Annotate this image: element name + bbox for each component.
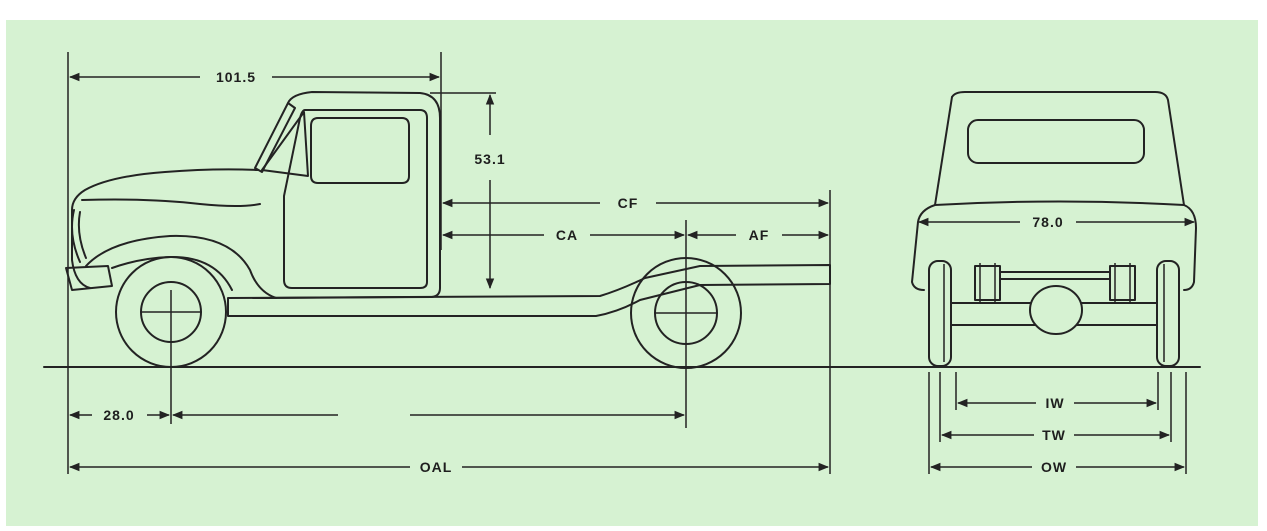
hood-side-line: [81, 198, 261, 207]
spring-left: [974, 265, 1001, 301]
label-oal: OAL: [420, 459, 453, 475]
rear-window: [967, 119, 1145, 164]
door-window: [310, 117, 410, 184]
label-cf: CF: [618, 195, 639, 211]
label-tw: TW: [1042, 427, 1066, 443]
rear-cab-beltline: [934, 200, 1185, 206]
windshield-pillar: [254, 102, 296, 173]
front-fender: [85, 234, 277, 299]
label-28-0: 28.0: [103, 407, 134, 423]
cab-body: [252, 91, 441, 299]
spring-right: [1109, 265, 1136, 301]
label-af: AF: [749, 227, 770, 243]
label-ca: CA: [556, 227, 578, 243]
front-fender-inner: [111, 255, 233, 291]
side-view-dimensions: 101.5 53.1 CF CA AF 28.0: [67, 52, 831, 475]
rear-view-dimensions: 78.0 IW TW OW: [917, 214, 1196, 475]
differential: [1029, 285, 1083, 335]
rear-wheel-left-outer: [928, 260, 952, 367]
label-78-0: 78.0: [1032, 214, 1063, 230]
label-ow: OW: [1041, 459, 1067, 475]
rear-cab-right: [951, 91, 1197, 291]
rear-wheel-right-outer: [1156, 260, 1180, 367]
cab-door: [283, 109, 428, 289]
grille-inner: [77, 211, 87, 259]
windshield: [261, 111, 309, 177]
grille-edge: [71, 209, 81, 263]
front-bumper: [65, 265, 113, 291]
frame-rail: [227, 264, 831, 317]
label-iw: IW: [1045, 395, 1064, 411]
truck-side-view: [43, 91, 1201, 369]
hood: [71, 168, 259, 289]
label-101-5: 101.5: [216, 69, 256, 85]
label-53-1: 53.1: [474, 151, 505, 167]
